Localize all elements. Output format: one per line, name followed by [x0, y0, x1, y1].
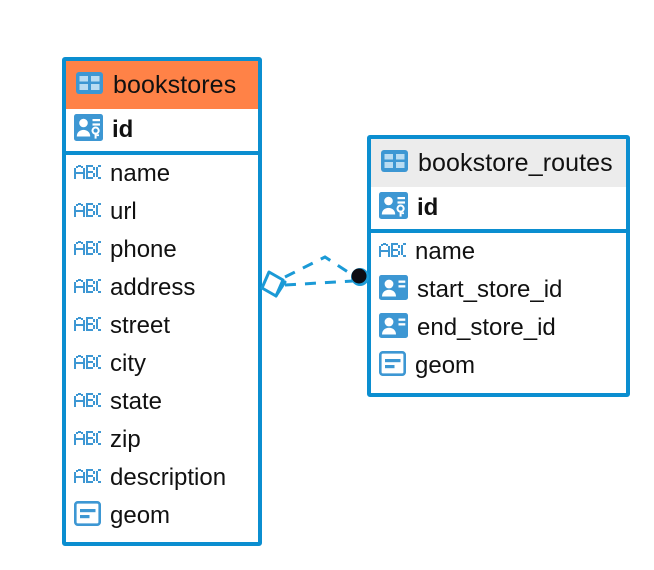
field-label: street — [110, 312, 171, 339]
table-header-bookstores[interactable]: bookstores — [66, 61, 258, 109]
abc-text-icon — [74, 354, 101, 374]
abc-text-icon — [74, 240, 101, 260]
field-row-city[interactable]: city — [66, 345, 258, 383]
field-row-street[interactable]: street — [66, 307, 258, 345]
field-label: name — [110, 160, 171, 187]
er-table-bookstores[interactable]: bookstores id — [62, 57, 262, 546]
abc-text-icon — [74, 202, 101, 222]
abc-text-icon — [74, 468, 101, 488]
diamond-handle-endpoint[interactable] — [260, 270, 287, 298]
abc-text-icon — [379, 242, 406, 262]
field-row-geom[interactable]: geom — [66, 497, 258, 535]
abc-text-icon — [74, 164, 101, 184]
table-icon — [381, 149, 408, 177]
er-table-bookstore-routes[interactable]: bookstore_routes id — [367, 135, 630, 397]
field-row-id[interactable]: id — [371, 187, 626, 233]
field-label: url — [110, 198, 137, 225]
field-label: start_store_id — [417, 276, 563, 303]
abc-text-icon — [74, 392, 101, 412]
field-row-start-store-id[interactable]: start_store_id — [371, 271, 626, 309]
field-label: id — [417, 194, 439, 221]
field-row-state[interactable]: state — [66, 383, 258, 421]
table-title: bookstores — [113, 70, 237, 99]
table-title: bookstore_routes — [418, 148, 613, 177]
field-label: name — [415, 238, 476, 265]
field-label: zip — [110, 426, 141, 453]
field-label: description — [110, 464, 227, 491]
field-row-id[interactable]: id — [66, 109, 258, 155]
field-label: end_store_id — [417, 314, 556, 341]
relationship-line-lower — [284, 279, 354, 287]
geometry-icon — [73, 500, 101, 531]
abc-text-icon — [74, 430, 101, 450]
field-row-end-store-id[interactable]: end_store_id — [371, 309, 626, 347]
abc-text-icon — [74, 316, 101, 336]
field-label: phone — [110, 236, 177, 263]
field-row-address[interactable]: address — [66, 269, 258, 307]
field-row-name[interactable]: name — [371, 233, 626, 271]
field-row-phone[interactable]: phone — [66, 231, 258, 269]
primary-key-icon — [74, 114, 103, 146]
foreign-key-icon — [379, 313, 408, 343]
field-row-zip[interactable]: zip — [66, 421, 258, 459]
field-row-geom[interactable]: geom — [371, 347, 626, 385]
field-label: id — [112, 116, 134, 143]
field-row-url[interactable]: url — [66, 193, 258, 231]
field-row-name[interactable]: name — [66, 155, 258, 193]
geometry-icon — [378, 350, 406, 381]
field-label: geom — [110, 502, 171, 529]
table-icon — [76, 71, 103, 99]
field-label: state — [110, 388, 163, 415]
foreign-key-icon — [379, 275, 408, 305]
abc-text-icon — [74, 278, 101, 298]
field-label: address — [110, 274, 196, 301]
primary-key-icon — [379, 192, 408, 224]
table-header-bookstore-routes[interactable]: bookstore_routes — [371, 139, 626, 187]
field-label: geom — [415, 352, 476, 379]
relationship-line-upper — [284, 255, 355, 279]
field-row-description[interactable]: description — [66, 459, 258, 497]
field-label: city — [110, 350, 146, 377]
